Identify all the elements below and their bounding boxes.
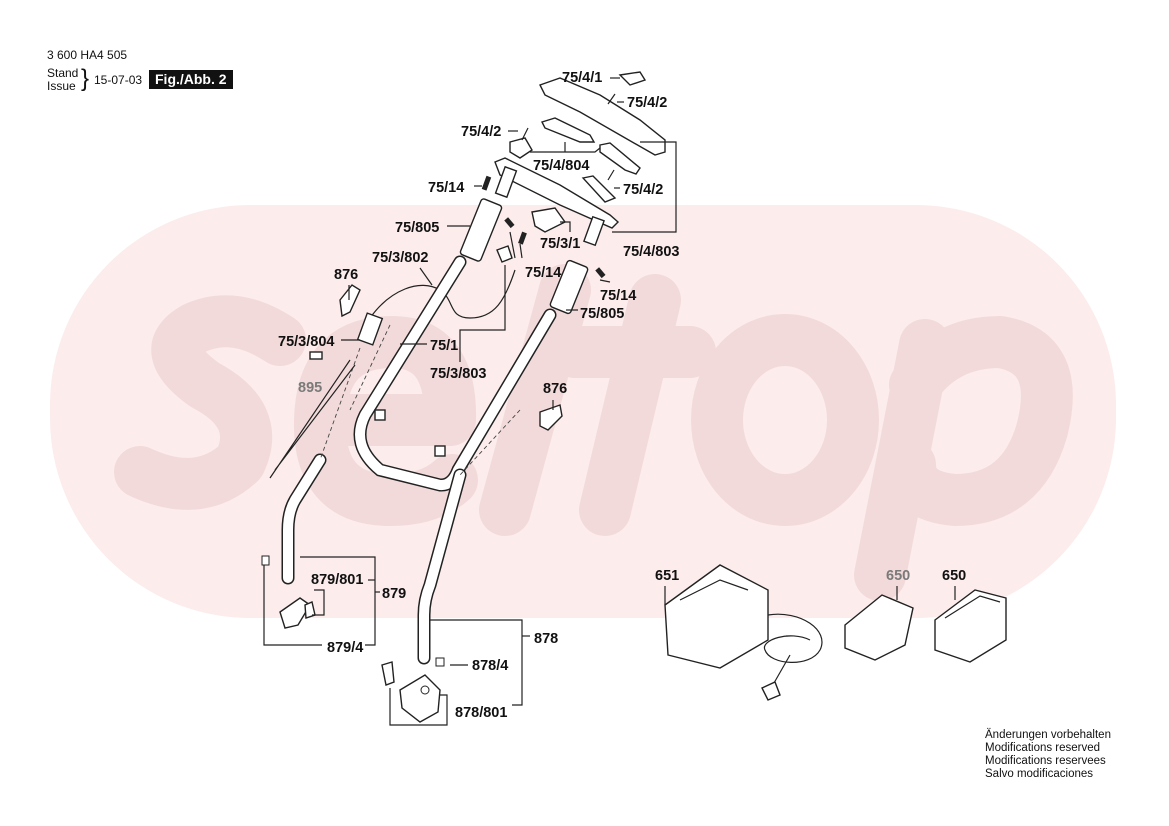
stand-label: Stand: [47, 66, 79, 80]
label-876: 876: [543, 381, 567, 397]
handle-switch-parts: [509, 117, 641, 203]
label-75-4-2: 75/4/2: [623, 182, 663, 198]
label-75-3-803: 75/3/803: [430, 366, 486, 382]
label-75-4-1: 75/4/1: [562, 70, 602, 86]
label-75-3-1: 75/3/1: [540, 236, 580, 252]
charger-651: [664, 564, 823, 701]
notice-en: Modifications reserved: [985, 742, 1101, 754]
label-895: 895: [298, 380, 322, 396]
label-75-1: 75/1: [430, 338, 458, 354]
label-75-4-803: 75/4/803: [623, 244, 679, 260]
issue-label: Issue: [47, 79, 76, 93]
label-75-805: 75/805: [395, 220, 439, 236]
label-75-14: 75/14: [525, 265, 561, 281]
clamp-parts: [309, 284, 563, 457]
label-650: 650: [942, 568, 966, 584]
handle-top-cover: [539, 71, 666, 156]
label-878-801: 878/801: [455, 705, 507, 721]
label-75-14: 75/14: [600, 288, 636, 304]
notice-de: Änderungen vorbehalten: [985, 729, 1111, 741]
notice-fr: Modifications reservees: [985, 755, 1106, 767]
handle-grips: [459, 198, 589, 315]
label-650: 650: [886, 568, 910, 584]
label-75-3-804: 75/3/804: [278, 334, 334, 350]
watermark-logo: [50, 205, 1116, 618]
handle-crossbar: [494, 157, 620, 247]
battery-650-large: [934, 589, 1007, 663]
label-75-14: 75/14: [428, 180, 464, 196]
brace-icon: }: [81, 65, 90, 92]
cable: [369, 245, 516, 319]
label-879: 879: [382, 586, 406, 602]
battery-650-small: [844, 594, 914, 661]
figure-badge: Fig./Abb. 2: [149, 70, 233, 89]
label-75-3-802: 75/3/802: [372, 250, 428, 266]
label-75-4-2: 75/4/2: [461, 124, 501, 140]
part-labels: 75/4/1 75/4/2 75/4/2 75/4/804 75/4/2 75/…: [278, 70, 966, 721]
screws: [261, 175, 606, 667]
label-75-4-2: 75/4/2: [627, 95, 667, 111]
label-878: 878: [534, 631, 558, 647]
label-75-805: 75/805: [580, 306, 624, 322]
label-75-4-804: 75/4/804: [533, 158, 589, 174]
lower-tubes: [269, 324, 521, 665]
document-number: 3 600 HA4 505: [47, 48, 128, 62]
notice-es: Salvo modificaciones: [985, 768, 1094, 780]
modifications-notice: Änderungen vorbehalten Modifications res…: [985, 729, 1111, 781]
label-879-801: 879/801: [311, 572, 363, 588]
leader-lines: [263, 77, 956, 726]
label-876: 876: [334, 267, 358, 283]
label-651: 651: [655, 568, 679, 584]
label-879-4: 879/4: [327, 640, 363, 656]
issue-date: 15-07-03: [94, 73, 143, 87]
label-878-4: 878/4: [472, 658, 508, 674]
